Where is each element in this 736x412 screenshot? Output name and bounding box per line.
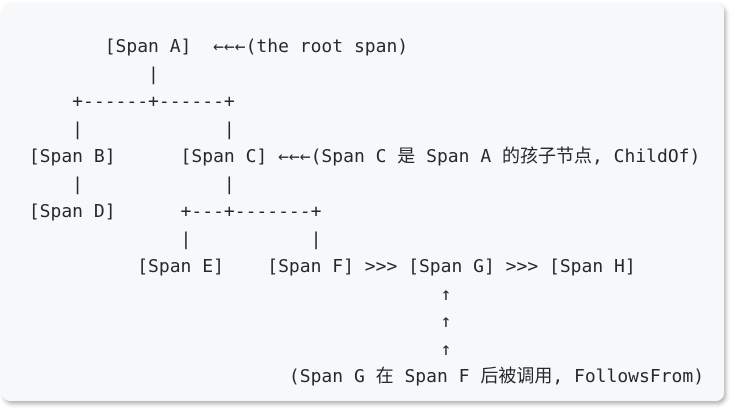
span-tree-ascii-diagram: [Span A] ←←←(the root span) | +------+--… [28, 36, 705, 387]
code-block-card: [Span A] ←←←(the root span) | +------+--… [2, 3, 724, 401]
